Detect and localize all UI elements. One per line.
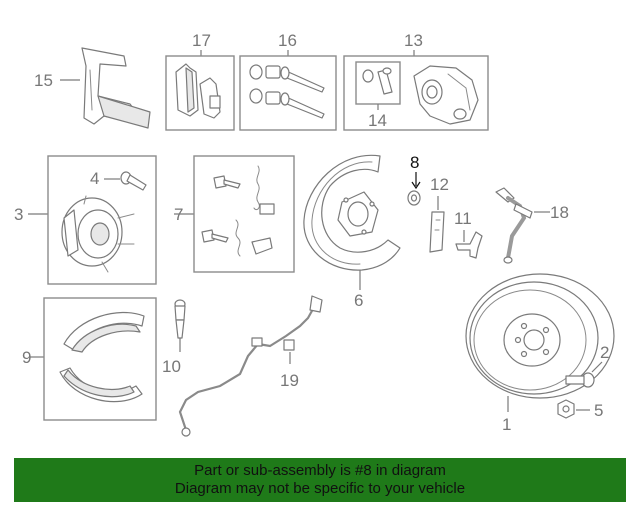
callout-17[interactable]: 17 — [192, 31, 211, 50]
part-1-brake-rotor[interactable] — [465, 273, 615, 399]
part-14-bleeder-screw[interactable] — [362, 67, 393, 95]
part-8-washer[interactable] — [407, 190, 421, 206]
part-7-hardware-kit[interactable] — [201, 165, 275, 257]
part-13-brake-caliper[interactable] — [413, 65, 479, 125]
leader-8-arrow — [411, 181, 421, 190]
callout-9[interactable]: 9 — [22, 348, 31, 367]
callout-19[interactable]: 19 — [280, 371, 299, 390]
part-3-hub-bearing[interactable] — [61, 195, 135, 273]
part-10-adjuster[interactable] — [174, 299, 186, 339]
banner-line-2: Diagram may not be specific to your vehi… — [174, 480, 466, 497]
box-17 — [165, 55, 235, 131]
box-14 — [355, 61, 401, 105]
part-9-parking-brake-shoes[interactable] — [59, 311, 145, 403]
part-15-caliper-bracket[interactable] — [81, 47, 151, 129]
callout-5[interactable]: 5 — [594, 401, 603, 420]
callout-2[interactable]: 2 — [600, 343, 609, 362]
part-18-brake-hose[interactable] — [495, 187, 533, 264]
part-16-guide-pin-kit[interactable] — [249, 64, 325, 119]
callout-7[interactable]: 7 — [174, 205, 183, 224]
callout-4[interactable]: 4 — [90, 169, 99, 188]
box-7 — [193, 155, 295, 273]
part-12-shim[interactable] — [429, 211, 445, 253]
callout-8[interactable]: 8 — [410, 153, 419, 172]
callout-11[interactable]: 11 — [454, 209, 472, 228]
callout-3[interactable]: 3 — [14, 205, 23, 224]
part-4-hub-bolt[interactable] — [120, 171, 147, 191]
callout-15[interactable]: 15 — [34, 71, 53, 90]
callout-14[interactable]: 14 — [368, 111, 387, 130]
info-banner: Part or sub-assembly is #8 in diagram Di… — [14, 458, 626, 502]
part-19-abs-sensor[interactable] — [178, 295, 323, 437]
callout-6[interactable]: 6 — [354, 291, 363, 310]
callout-13[interactable]: 13 — [404, 31, 423, 50]
leader-2 — [591, 361, 603, 373]
callout-1[interactable]: 1 — [502, 415, 511, 434]
callout-18[interactable]: 18 — [550, 203, 569, 222]
part-5-nut[interactable] — [557, 399, 575, 419]
part-17-brake-pads[interactable] — [175, 63, 221, 119]
callout-12[interactable]: 12 — [430, 175, 449, 194]
callout-10[interactable]: 10 — [162, 357, 181, 376]
part-2-bolt[interactable] — [565, 372, 595, 388]
banner-line-1: Part or sub-assembly is #8 in diagram — [194, 462, 446, 479]
brake-parts-diagram: 15 17 16 13 14 3 4 — [14, 31, 615, 437]
part-6-dust-shield[interactable] — [303, 154, 401, 271]
part-11-clip[interactable] — [455, 231, 483, 259]
callout-16[interactable]: 16 — [278, 31, 297, 50]
